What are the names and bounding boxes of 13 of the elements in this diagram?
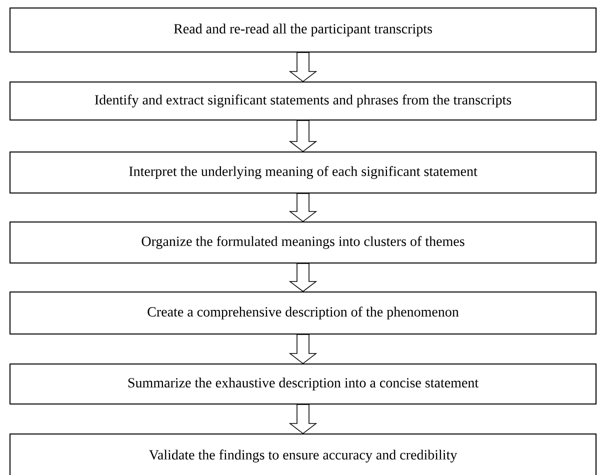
arrow [288,52,318,82]
process-box: Organize the formulated meanings into clusters of themes [10,222,596,264]
arrow [288,334,318,364]
arrow [288,404,318,434]
process-box: Identify and extract significant statements and phrases from the transcripts [10,82,596,120]
process-box: Interpret the underlying meaning of each significant statement [10,152,596,194]
process-box: Summarize the exhaustive description into a concise statement [10,364,596,404]
arrow [288,120,318,152]
process-box: Create a comprehensive description of the phenomenon [10,292,596,334]
arrow [288,263,318,292]
process-box: Validate the findings to ensure accuracy and credibility [10,434,596,475]
process-box: Read and re-read all the participant transcripts [10,8,596,52]
arrow [288,193,318,222]
